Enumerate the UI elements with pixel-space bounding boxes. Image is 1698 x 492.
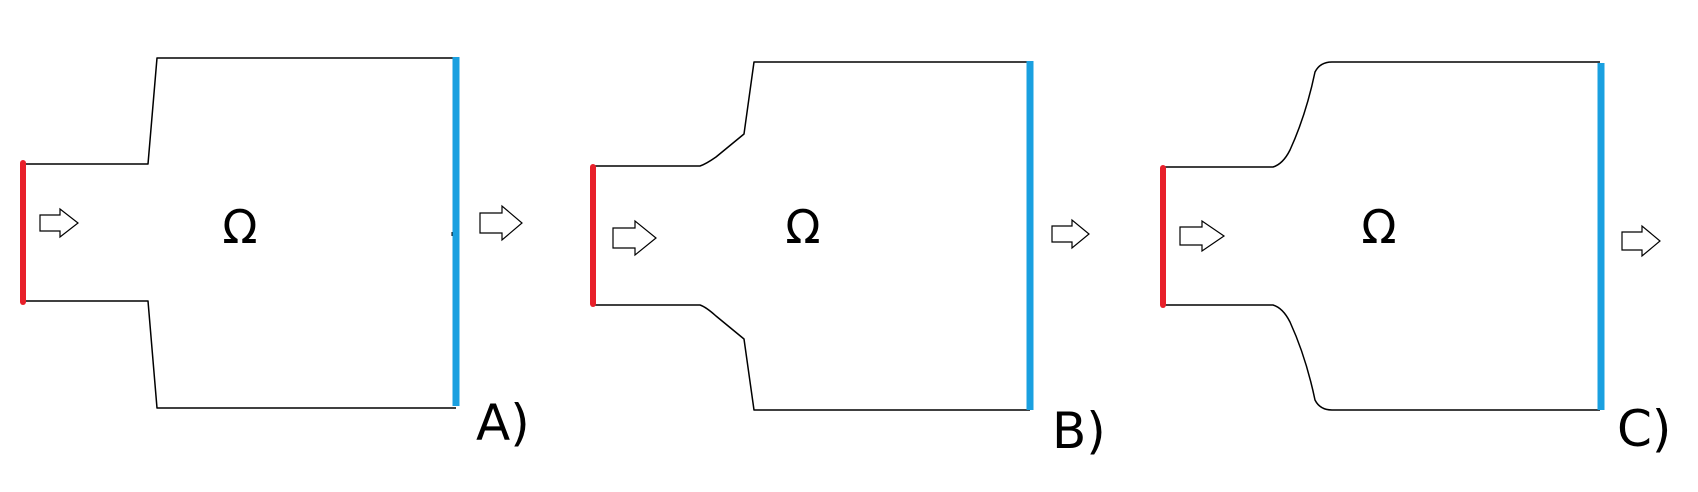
right-arrow-icon <box>1179 219 1226 253</box>
domain-label-c: Ω <box>1361 200 1396 254</box>
panel-b: Ω B) <box>590 61 1106 460</box>
inflow-arrow-a <box>39 207 79 239</box>
domain-outline-a <box>22 57 456 409</box>
domain-outline-b <box>592 61 1030 411</box>
right-arrow-icon <box>479 204 523 242</box>
right-arrow-icon <box>39 207 79 239</box>
domain-label-b: Ω <box>785 200 820 254</box>
domain-outline-c <box>1163 61 1600 411</box>
inflow-arrow-c <box>1179 219 1226 253</box>
panel-a: Ω A) <box>20 57 530 452</box>
right-arrow-icon <box>612 219 657 257</box>
panel-label-c: C) <box>1617 400 1671 458</box>
domain-label-a: Ω <box>222 200 257 254</box>
panel-c: Ω C) <box>1160 61 1671 458</box>
outflow-arrow-a <box>479 204 523 242</box>
outflow-arrow-b <box>1051 218 1090 250</box>
panel-label-b: B) <box>1052 402 1106 460</box>
panel-label-a: A) <box>476 394 530 452</box>
outflow-arrow-c <box>1621 224 1661 258</box>
right-arrow-icon <box>1051 218 1090 250</box>
right-arrow-icon <box>1621 224 1661 258</box>
inflow-arrow-b <box>612 219 657 257</box>
